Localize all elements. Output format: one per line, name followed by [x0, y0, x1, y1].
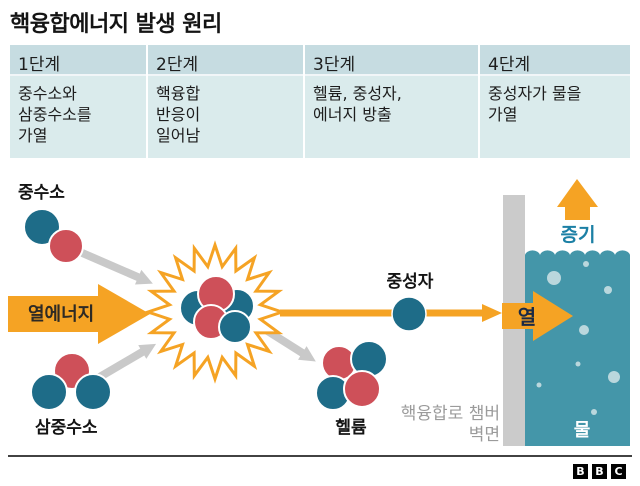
- steam-arrow-shape: [557, 179, 598, 220]
- heat-arrow-shape: [502, 291, 573, 341]
- page-title: 핵융합에너지 발생 원리: [10, 12, 222, 37]
- bbc-logo-letter: B: [592, 464, 607, 479]
- stage-header: 2단계: [148, 45, 303, 76]
- neutron-label: 중성자: [387, 272, 434, 292]
- bubble: [579, 325, 589, 335]
- steam-label: 증기: [561, 224, 596, 246]
- stage-column-2: 2단계 핵융합 반응이 일어남: [146, 45, 303, 158]
- stage-column-3: 3단계 헬륨, 중성자, 에너지 방출: [303, 45, 478, 158]
- tritium-atom: [30, 352, 112, 411]
- deuterium-neutron: [23, 208, 61, 246]
- heat-energy-arrow: 열에너지: [8, 284, 150, 344]
- stage-description: 핵융합 반응이 일어남: [148, 76, 303, 158]
- heat-energy-arrow-shape: [8, 284, 150, 344]
- bubble: [575, 361, 581, 367]
- stage-column-1: 1단계 중수소와 삼중수소를 가열: [10, 45, 146, 158]
- helium-label: 헬륨: [335, 418, 367, 438]
- bbc-logo-letter: B: [573, 464, 588, 479]
- deuterium-proton: [48, 228, 84, 264]
- bubble: [547, 271, 561, 285]
- helium-atom: [315, 340, 388, 411]
- deuterium-to-fusion-arrow: [78, 248, 153, 285]
- bbc-logo-letter: C: [611, 464, 626, 479]
- stage-header: 4단계: [480, 45, 630, 76]
- helium-proton: [343, 370, 381, 408]
- deuterium-atom: [23, 208, 84, 264]
- bbc-logo: B B C: [573, 464, 626, 479]
- fusion-nucleus: [179, 275, 255, 344]
- tritium-neutron: [30, 373, 68, 411]
- bubble: [536, 382, 542, 388]
- chamber-wall-label-line1: 핵융합로 챔버: [401, 404, 500, 424]
- tritium-neutron: [74, 373, 112, 411]
- tritium-label: 삼중수소: [35, 418, 98, 438]
- heat-through-wall-arrow: 열: [502, 291, 573, 341]
- tritium-to-fusion-arrow: [95, 343, 157, 382]
- water-label: 물: [574, 420, 591, 441]
- stage-description: 헬륨, 중성자, 에너지 방출: [305, 76, 478, 158]
- footer-divider: [8, 455, 632, 457]
- stage-header: 3단계: [305, 45, 478, 76]
- bubble: [604, 286, 612, 294]
- bubble: [583, 261, 589, 267]
- stage-header: 1단계: [10, 45, 146, 76]
- neutron-particle: [391, 296, 427, 332]
- proton-blue: [218, 310, 252, 344]
- stage-column-4: 4단계 중성자가 물을 가열: [478, 45, 630, 158]
- bubble: [608, 371, 620, 383]
- water-tank: [525, 250, 630, 446]
- heat-energy-label: 열에너지: [28, 304, 94, 325]
- steam-arrow: 증기: [557, 179, 598, 246]
- stage-table: 1단계 중수소와 삼중수소를 가열 2단계 핵융합 반응이 일어남 3단계 헬륨…: [10, 45, 630, 158]
- deuterium-label: 중수소: [18, 183, 65, 203]
- fusion-diagram: 열에너지 중수소 삼중수소 중성자: [8, 179, 630, 446]
- stage-description: 중수소와 삼중수소를 가열: [10, 76, 146, 158]
- stage-description: 중성자가 물을 가열: [480, 76, 630, 158]
- heat-label: 열: [518, 305, 536, 329]
- bubble: [591, 409, 597, 415]
- water-bubbles: [536, 261, 620, 415]
- chamber-wall-label-line2: 벽면: [469, 425, 500, 445]
